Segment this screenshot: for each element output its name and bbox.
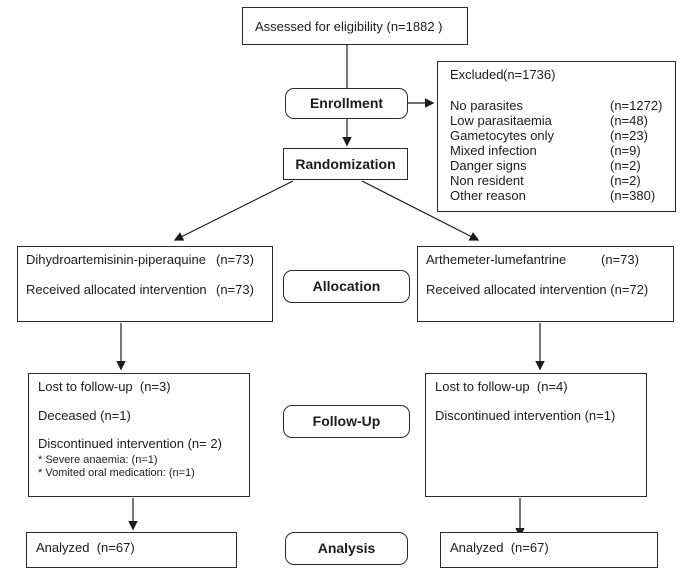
excluded-row-label: Low parasitaemia bbox=[450, 113, 552, 128]
assessed-box: Assessed for eligibility (n=1882 ) bbox=[242, 7, 468, 45]
right-followup-discontinued: Discontinued intervention (n=1) bbox=[435, 408, 616, 423]
excluded-row: Other reason (n=380) bbox=[450, 188, 667, 203]
excluded-row-value: (n=380) bbox=[610, 188, 656, 203]
left-analyzed-box: Analyzed (n=67) bbox=[26, 532, 237, 568]
excluded-row-label: Gametocytes only bbox=[450, 128, 555, 143]
excluded-row-value: (n=1272) bbox=[610, 98, 663, 113]
stage-analysis-label: Analysis bbox=[317, 540, 376, 556]
stage-randomization: Randomization bbox=[283, 148, 408, 180]
left-followup-reason-vomited: * Vomited oral medication: (n=1) bbox=[38, 467, 195, 479]
left-followup-box: Lost to follow-up (n=3) Deceased (n=1) D… bbox=[28, 373, 250, 497]
excluded-row-label: Non resident bbox=[450, 173, 524, 188]
left-analyzed-text: Analyzed (n=67) bbox=[36, 540, 135, 555]
stage-allocation: Allocation bbox=[283, 270, 410, 303]
left-followup-lost: Lost to follow-up (n=3) bbox=[38, 379, 171, 394]
excluded-row-label: Other reason bbox=[450, 188, 526, 203]
right-allocation-received: Received allocated intervention (n=72) bbox=[426, 282, 649, 297]
left-allocation-drug: Dihydroartemisinin-piperaquine bbox=[26, 252, 206, 267]
excluded-title-row: Excluded (n=1736) bbox=[450, 67, 667, 82]
left-followup-deceased: Deceased (n=1) bbox=[38, 408, 131, 423]
excluded-row: No parasites (n=1272) bbox=[450, 98, 667, 113]
arrow-randomization-to-left-arm bbox=[173, 180, 294, 241]
left-allocation-received: Received allocated intervention bbox=[26, 282, 207, 297]
assessed-text: Assessed for eligibility (n=1882 ) bbox=[255, 19, 443, 34]
excluded-row: Danger signs (n=2) bbox=[450, 158, 667, 173]
right-allocation-line1: Arthemeter-lumefantrine (n=73) bbox=[426, 252, 665, 267]
right-followup-box: Lost to follow-up (n=4) Discontinued int… bbox=[425, 373, 647, 497]
left-followup-discontinued: Discontinued intervention (n= 2) bbox=[38, 436, 222, 451]
excluded-title-value: (n=1736) bbox=[503, 67, 556, 82]
left-followup-reason-anaemia: * Severe anaemia: (n=1) bbox=[38, 454, 158, 466]
excluded-title-label: Excluded bbox=[450, 67, 504, 82]
excluded-row: Low parasitaemia (n=48) bbox=[450, 113, 667, 128]
excluded-row-value: (n=48) bbox=[610, 113, 648, 128]
stage-followup-label: Follow-Up bbox=[312, 413, 381, 429]
excluded-row: Mixed infection (n=9) bbox=[450, 143, 667, 158]
stage-enrollment: Enrollment bbox=[285, 88, 408, 119]
right-allocation-drug-n: (n=73) bbox=[601, 252, 639, 267]
excluded-box: Excluded (n=1736) No parasites (n=1272) … bbox=[437, 61, 676, 212]
stage-analysis: Analysis bbox=[285, 532, 408, 565]
excluded-row-value: (n=2) bbox=[610, 158, 641, 173]
right-analyzed-box: Analyzed (n=67) bbox=[440, 532, 658, 568]
left-allocation-drug-n: (n=73) bbox=[216, 252, 254, 267]
stage-followup: Follow-Up bbox=[283, 405, 410, 438]
right-allocation-drug: Arthemeter-lumefantrine bbox=[426, 252, 567, 267]
excluded-row-label: No parasites bbox=[450, 98, 523, 113]
left-allocation-box: Dihydroartemisinin-piperaquine (n=73) Re… bbox=[17, 246, 273, 322]
left-allocation-received-n: (n=73) bbox=[216, 282, 254, 297]
excluded-row: Non resident (n=2) bbox=[450, 173, 667, 188]
excluded-rows: No parasites (n=1272) Low parasitaemia (… bbox=[450, 98, 667, 203]
left-allocation-line1: Dihydroartemisinin-piperaquine (n=73) bbox=[26, 252, 264, 267]
excluded-row-label: Mixed infection bbox=[450, 143, 537, 158]
stage-enrollment-label: Enrollment bbox=[309, 95, 384, 111]
stage-randomization-label: Randomization bbox=[295, 155, 396, 172]
right-followup-lost: Lost to follow-up (n=4) bbox=[435, 379, 568, 394]
left-allocation-line2: Received allocated intervention (n=73) bbox=[26, 282, 264, 297]
excluded-row: Gametocytes only (n=23) bbox=[450, 128, 667, 143]
right-allocation-box: Arthemeter-lumefantrine (n=73) Received … bbox=[417, 246, 674, 322]
stage-allocation-label: Allocation bbox=[312, 278, 381, 294]
right-analyzed-text: Analyzed (n=67) bbox=[450, 540, 549, 555]
excluded-row-label: Danger signs bbox=[450, 158, 527, 173]
excluded-row-value: (n=9) bbox=[610, 143, 641, 158]
excluded-row-value: (n=2) bbox=[610, 173, 641, 188]
excluded-row-value: (n=23) bbox=[610, 128, 648, 143]
